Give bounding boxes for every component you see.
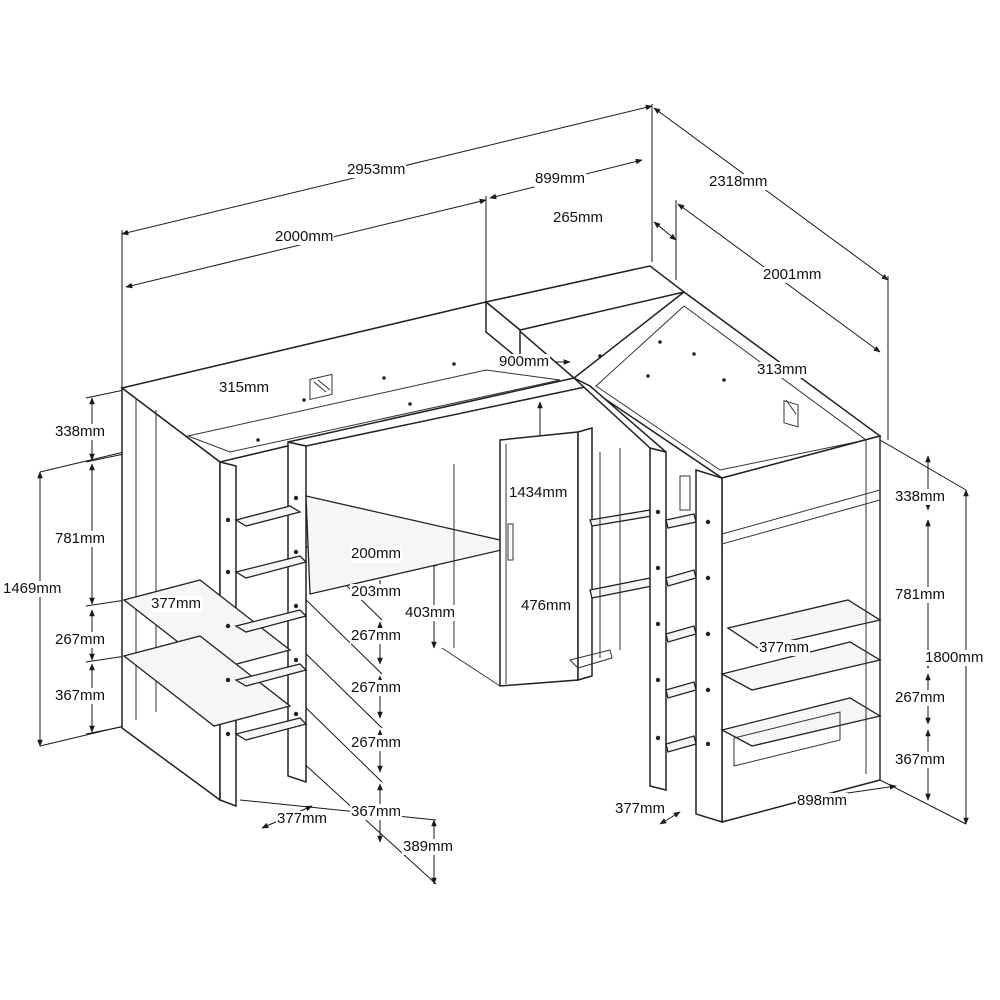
offset-265-label: 265mm — [552, 209, 605, 226]
ladder-base-389-label: 389mm — [402, 838, 455, 855]
desk-shelf-203-label: 203mm — [350, 583, 403, 600]
desk-clearance-label: 1434mm — [508, 484, 569, 501]
right-shelf-gap-267-label: 267mm — [894, 689, 947, 706]
total-length-label: 2953mm — [346, 161, 407, 178]
right-shelf-gap-367-label: 367mm — [894, 751, 947, 768]
left-loft-bed — [120, 301, 593, 808]
right-ladder-depth-label: 377mm — [614, 800, 667, 817]
ladder-gap-2-label: 267mm — [350, 679, 403, 696]
cupboard-476-label: 476mm — [520, 597, 573, 614]
desk-height-403-label: 403mm — [404, 604, 457, 621]
ladder-gap-1-label: 267mm — [350, 627, 403, 644]
left-total-height-label: 1469mm — [2, 580, 63, 597]
left-shelf-gap-367-label: 367mm — [54, 687, 107, 704]
right-guard-height-label: 313mm — [756, 361, 809, 378]
left-mid-gap-label: 781mm — [54, 530, 107, 547]
right-top-rail-label: 338mm — [894, 488, 947, 505]
desk-width-label: 900mm — [498, 353, 551, 370]
left-shelf-depth-label: 377mm — [150, 595, 203, 612]
right-loft-bed — [572, 291, 882, 824]
left-guard-height-label: 315mm — [218, 379, 271, 396]
left-shelf-gap-267-label: 267mm — [54, 631, 107, 648]
desk-shelf-200-label: 200mm — [350, 545, 403, 562]
ladder-depth-label: 377mm — [276, 810, 329, 827]
right-mid-gap-label: 781mm — [894, 586, 947, 603]
right-base-width-label: 898mm — [796, 792, 849, 809]
ladder-gap-3-label: 267mm — [350, 734, 403, 751]
ladder-gap-4-label: 367mm — [350, 803, 403, 820]
left-top-rail-label: 338mm — [54, 423, 107, 440]
right-total-height-label: 1800mm — [924, 649, 985, 666]
corner-desk-unit — [305, 265, 686, 687]
right-shelf-depth-label: 377mm — [758, 639, 811, 656]
connector-width-label: 899mm — [534, 170, 587, 187]
right-bed-length-label: 2001mm — [762, 266, 823, 283]
left-bed-length-label: 2000mm — [274, 228, 335, 245]
total-depth-label: 2318mm — [708, 173, 769, 190]
